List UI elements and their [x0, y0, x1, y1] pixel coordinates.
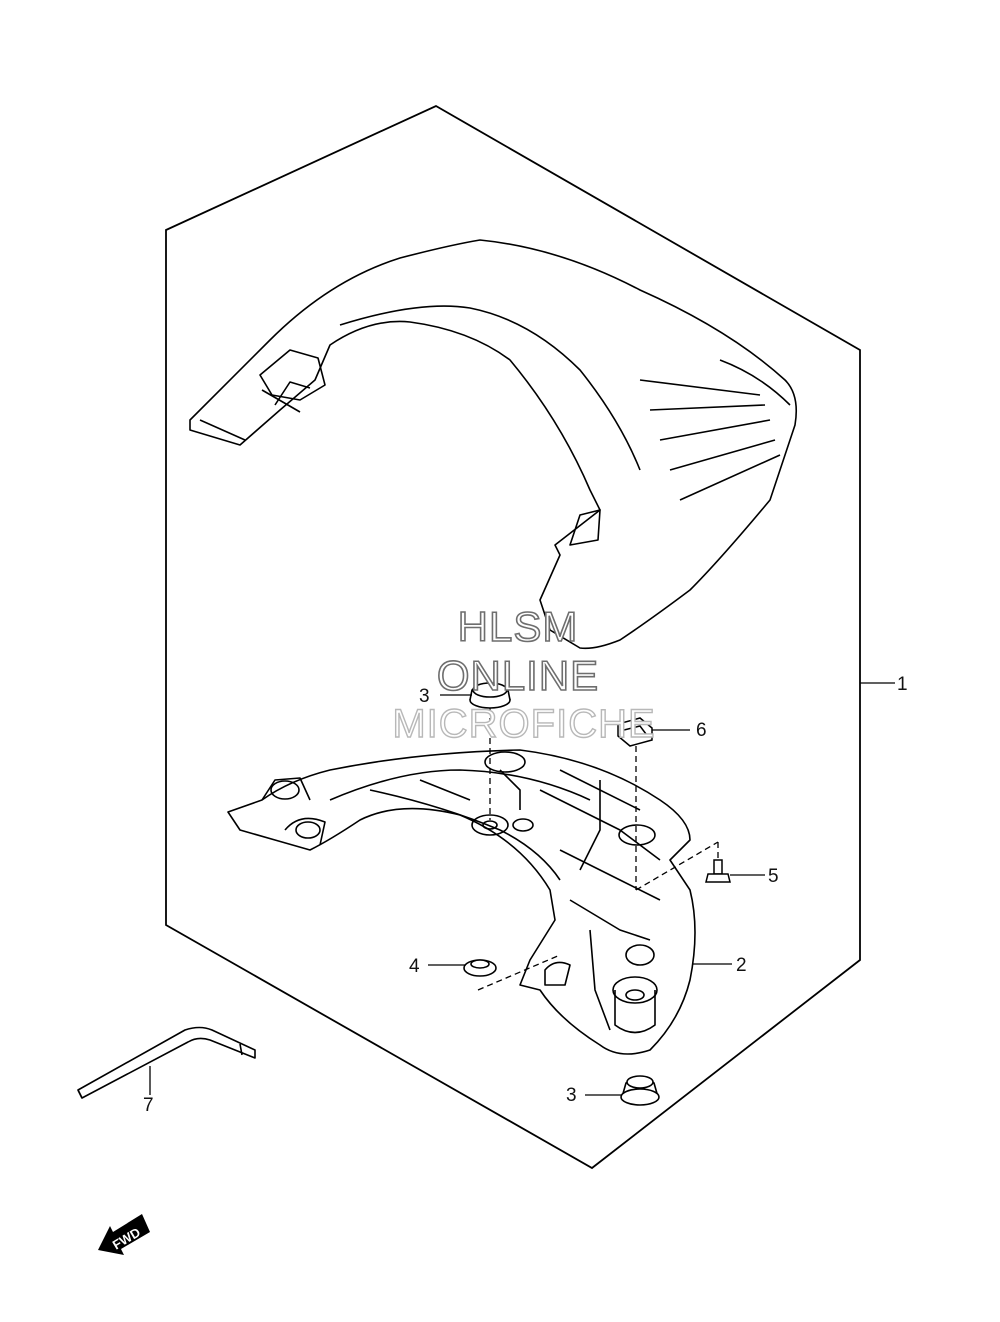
leader-lines [149, 682, 895, 1096]
watermark-line-3: MICROFICHE [392, 702, 655, 746]
cap-part [463, 959, 497, 977]
clip-nut-part [617, 717, 653, 747]
callout-7: 7 [143, 1095, 154, 1116]
hex-key-part [77, 1026, 256, 1099]
assembly-lines [477, 708, 719, 991]
callout-2: 2 [736, 955, 747, 976]
grommet-upper-part [469, 682, 511, 709]
seat-cowl-part [189, 239, 798, 650]
callout-4: 4 [409, 956, 420, 977]
callout-5: 5 [768, 866, 779, 887]
grommet-lower-part [620, 1075, 660, 1106]
callout-1: 1 [897, 674, 908, 695]
watermark-line-1: HLSM [458, 603, 579, 650]
bolt-part [705, 859, 731, 883]
kit-boundary [165, 104, 861, 1170]
carrier-bracket-part [227, 749, 696, 1055]
fwd-arrow-icon: FWD [98, 1214, 150, 1255]
callout-6: 6 [696, 720, 707, 741]
watermark-line-2: ONLINE [437, 652, 599, 699]
callout-3-lower: 3 [566, 1085, 577, 1106]
callout-3-upper: 3 [419, 686, 430, 707]
